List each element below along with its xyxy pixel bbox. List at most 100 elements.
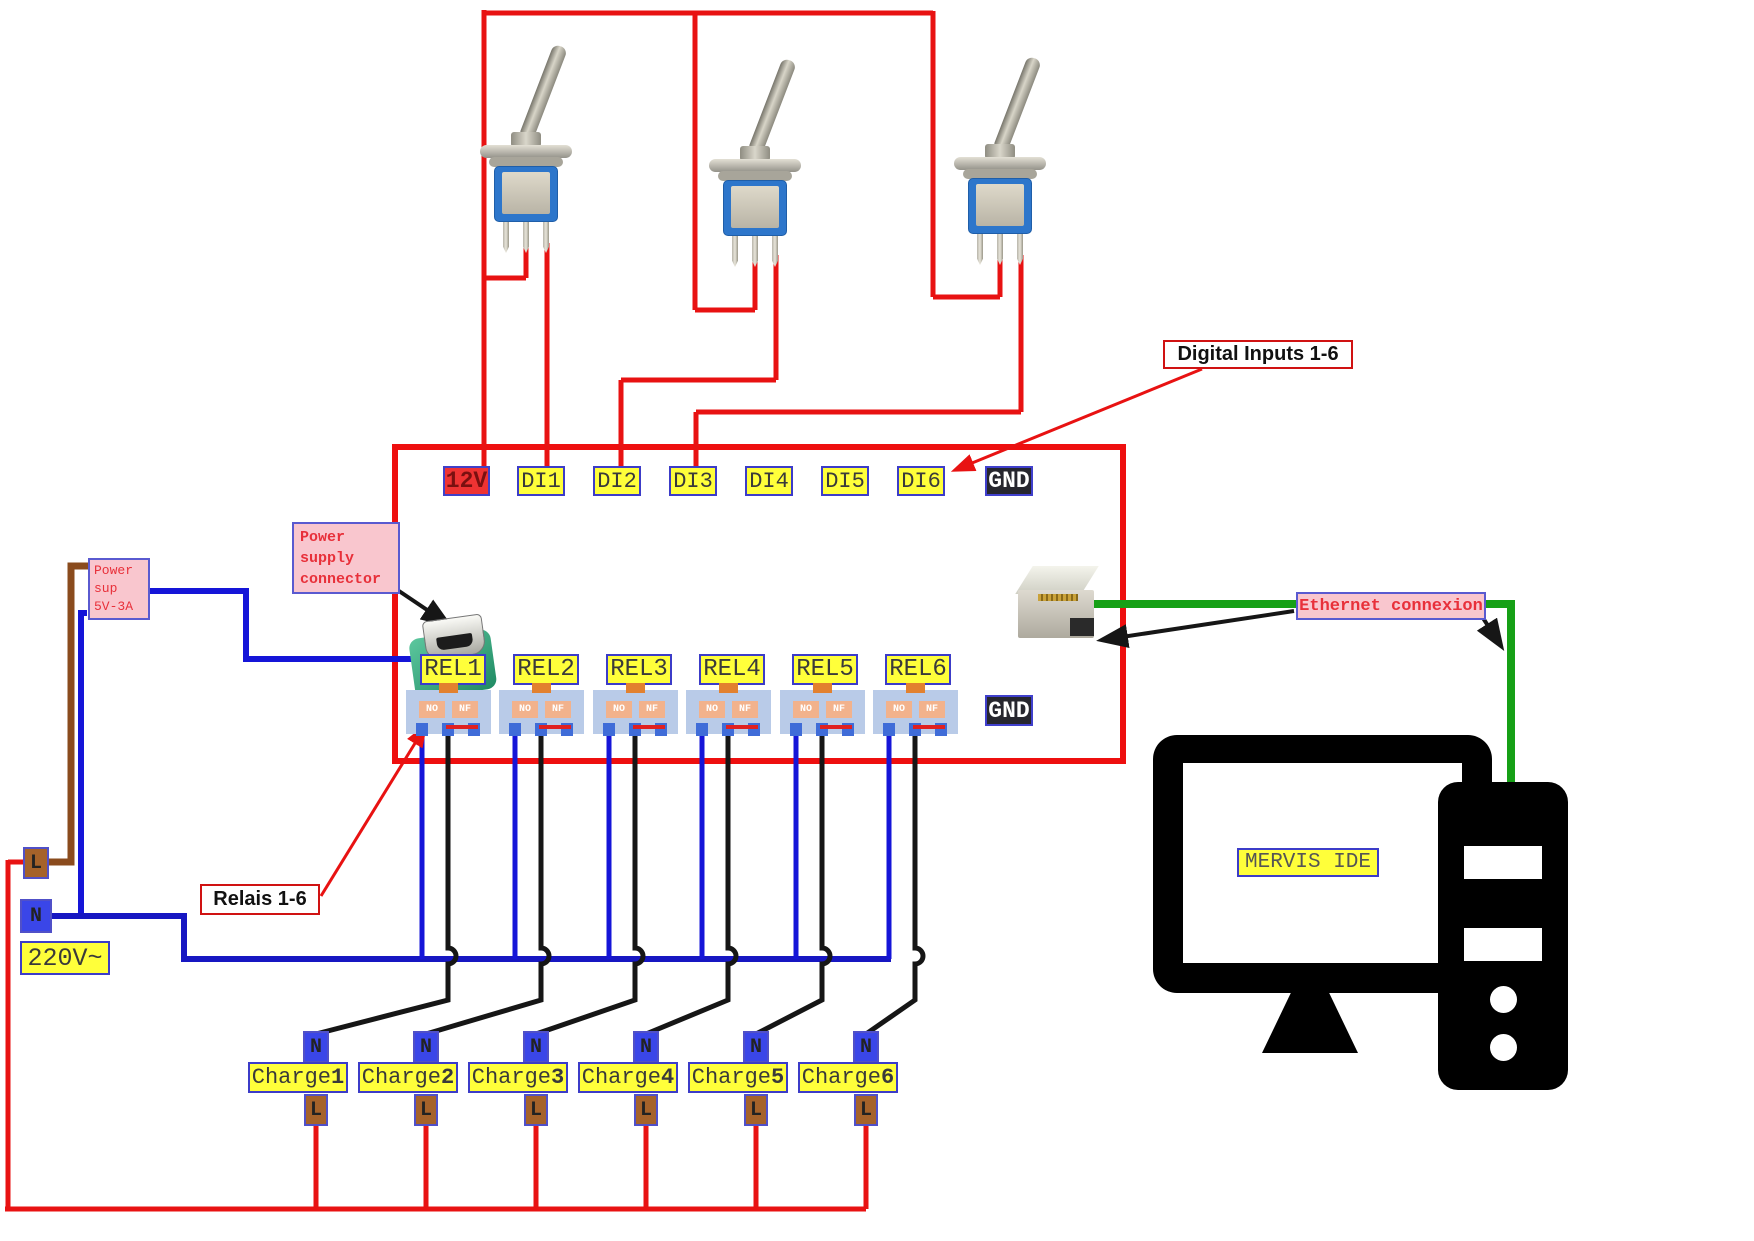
charge-number: 2 [441, 1065, 455, 1090]
switch-pin [732, 236, 738, 267]
ethernet-arrow-right [1476, 616, 1505, 652]
power-supply-line2: sup [94, 580, 118, 596]
relais-label: Relais 1-6 [200, 884, 320, 915]
switch-pin [523, 222, 529, 253]
terminal-di6: DI6 [897, 466, 945, 496]
charge-number: 4 [661, 1065, 675, 1090]
charge-neutral-terminal: N [853, 1031, 879, 1063]
charge-number: 5 [771, 1065, 785, 1090]
terminal-di4: DI4 [745, 466, 793, 496]
charge-neutral-terminal: N [633, 1031, 659, 1063]
relay-module-5: NO NF [780, 683, 865, 736]
brown-wire [47, 562, 89, 866]
power-supply-block: Power sup 5V-3A [88, 558, 150, 620]
charge-name: Charge [801, 1065, 881, 1090]
relay-terminal [509, 723, 521, 736]
relay-contact-nf: NF [826, 701, 852, 718]
charge-name: Charge [251, 1065, 331, 1090]
mains-line-terminal: L [23, 847, 49, 879]
relay-module-4: NO NF [686, 683, 771, 736]
relay-contact-no: NO [886, 701, 912, 718]
relay-tab [439, 683, 458, 693]
relay-terminal [416, 723, 428, 736]
relay-contact-link [539, 725, 571, 729]
relay-contact-nf: NF [639, 701, 665, 718]
monitor-stand [1262, 993, 1358, 1053]
relay-contact-link [446, 725, 478, 729]
switch-lever-icon [993, 55, 1042, 151]
relay-contact-nf: NF [545, 701, 571, 718]
switch-pin [543, 222, 549, 253]
usb-slot [436, 632, 474, 651]
charge-line-terminal: L [854, 1094, 878, 1126]
relay-terminal [790, 723, 802, 736]
switch-pin [997, 234, 1003, 265]
switch-pin [503, 222, 509, 253]
tower-drive-bay [1464, 928, 1542, 961]
digital-inputs-label: Digital Inputs 1-6 [1163, 340, 1353, 369]
rj45-pins [1038, 594, 1078, 601]
charge-line-terminal: L [304, 1094, 328, 1126]
relay-module-3: NO NF [593, 683, 678, 736]
switch-pin [752, 236, 758, 267]
charge-line-terminal: L [634, 1094, 658, 1126]
charge-neutral-terminal: N [303, 1031, 329, 1063]
relay-tab [532, 683, 551, 693]
charge-number: 6 [881, 1065, 895, 1090]
charge-neutral-terminal: N [523, 1031, 549, 1063]
tower-drive-bay [1464, 846, 1542, 879]
terminal-rel2: REL2 [513, 654, 579, 685]
terminal-rel5: REL5 [792, 654, 858, 685]
relay-terminal [696, 723, 708, 736]
terminal-di3: DI3 [669, 466, 717, 496]
terminal-rel3: REL3 [606, 654, 672, 685]
relay-contact-link [726, 725, 758, 729]
relay-contact-no: NO [606, 701, 632, 718]
relay-contact-nf: NF [732, 701, 758, 718]
toggle-switch-2 [694, 52, 816, 267]
relay-contact-no: NO [793, 701, 819, 718]
mains-voltage-label: 220V~ [20, 941, 110, 975]
relay-tab [626, 683, 645, 693]
switch-pin [1017, 234, 1023, 265]
relay-contact-no: NO [699, 701, 725, 718]
ethernet-arrow-left [1096, 609, 1295, 648]
rj45-connector [1008, 560, 1100, 644]
computer-tower-icon [1438, 782, 1568, 1090]
tower-button [1490, 1034, 1517, 1061]
charge-line-terminal: L [744, 1094, 768, 1126]
charge-name: Charge [361, 1065, 441, 1090]
relay-terminal [883, 723, 895, 736]
charge-number: 3 [551, 1065, 565, 1090]
relay-contact-link [633, 725, 665, 729]
switch-lever-icon [519, 43, 568, 139]
relay-tab [906, 683, 925, 693]
switch-pin [977, 234, 983, 265]
power-supply-connector-label: Power supply connector [292, 522, 400, 594]
switch-lever-icon [748, 57, 797, 153]
terminal-gnd-top: GND [985, 466, 1033, 496]
terminal-rel6: REL6 [885, 654, 951, 685]
charge-number: 1 [331, 1065, 345, 1090]
terminal-di2: DI2 [593, 466, 641, 496]
power-supply-line1: Power [94, 563, 134, 578]
mains-neutral-terminal: N [20, 899, 52, 933]
switch-pin [772, 236, 778, 267]
terminal-rel1: REL1 [420, 654, 486, 685]
charge-line-terminal: L [524, 1094, 548, 1126]
relay-terminal [603, 723, 615, 736]
